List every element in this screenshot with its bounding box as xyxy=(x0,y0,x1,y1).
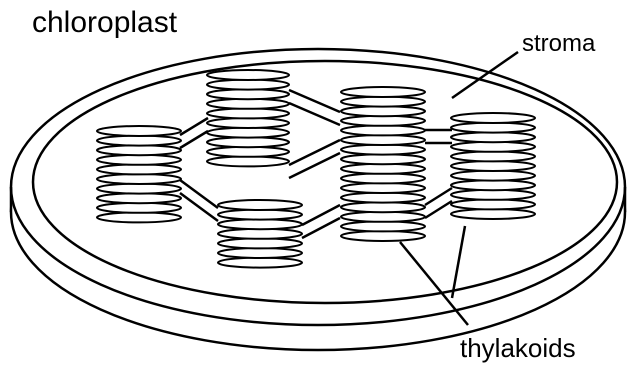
thylakoid-disc xyxy=(340,153,426,166)
thylakoid-disc xyxy=(96,192,182,205)
grana-stack-far-left xyxy=(96,125,182,224)
chloroplast-label: chloroplast xyxy=(32,6,178,39)
lamella-center-to-right-upper xyxy=(425,128,452,145)
thylakoid-disc xyxy=(206,69,290,81)
grana-stack-back xyxy=(206,69,290,168)
stroma-leader-line xyxy=(451,50,519,100)
lamella-center-to-right-lower xyxy=(424,186,453,220)
thylakoid-disc xyxy=(450,169,536,182)
thylakoid-disc xyxy=(340,201,426,214)
thylakoid-disc xyxy=(450,208,536,220)
thylakoid-disc xyxy=(450,179,536,192)
thylakoid-disc xyxy=(217,218,303,231)
grana-stack-front-small xyxy=(217,199,303,269)
thylakoid-disc xyxy=(340,230,426,242)
thylakoid-disc xyxy=(340,143,426,156)
lamella-front-to-center xyxy=(301,203,341,240)
thylakoid-disc xyxy=(340,114,426,127)
thylakoid-disc xyxy=(206,136,290,149)
thylakoid-disc xyxy=(340,182,426,194)
thylakoid-disc xyxy=(96,153,182,166)
thylakoid-disc xyxy=(340,95,426,108)
thylakoid-disc xyxy=(206,117,290,129)
thylakoid-disc xyxy=(217,208,303,221)
thylakoid-disc xyxy=(340,191,426,204)
thylakoids-label: thylakoids xyxy=(460,333,576,363)
thylakoid-disc xyxy=(96,182,182,195)
thylakoid-disc xyxy=(206,78,290,91)
thylakoid-disc xyxy=(450,160,536,172)
thylakoid-disc xyxy=(217,256,303,269)
thylakoid-disc xyxy=(340,86,426,98)
thylakoid-disc xyxy=(217,247,303,259)
lamella-left-to-front xyxy=(179,178,219,223)
thylakoid-disc xyxy=(96,201,182,214)
thylakoids-leader-line-left xyxy=(399,241,469,326)
thylakoid-disc xyxy=(450,140,536,153)
thylakoid-disc xyxy=(340,220,426,233)
lamella-left-to-back xyxy=(179,116,209,150)
thylakoid-disc xyxy=(340,134,426,146)
thylakoid-disc xyxy=(206,97,290,110)
thylakoid-disc xyxy=(450,150,536,163)
thylakoid-disc xyxy=(96,211,182,224)
thylakoid-disc xyxy=(340,210,426,223)
stroma-lamellae xyxy=(179,88,453,240)
thylakoid-disc xyxy=(450,198,536,211)
thylakoid-disc xyxy=(217,237,303,250)
thylakoids-leader-line-right xyxy=(450,225,467,299)
thylakoid-disc xyxy=(96,173,182,185)
thylakoid-disc xyxy=(96,163,182,176)
thylakoid-disc xyxy=(217,227,303,240)
leader-lines xyxy=(399,50,519,326)
thylakoid-disc xyxy=(96,125,182,137)
thylakoid-disc xyxy=(340,172,426,185)
thylakoid-disc xyxy=(340,124,426,137)
thylakoid-disc xyxy=(206,155,290,168)
grana-stack-center-tall xyxy=(340,86,426,242)
lamella-back-to-center-lower xyxy=(288,138,341,180)
thylakoid-disc xyxy=(450,188,536,201)
stroma-label: stroma xyxy=(522,30,596,57)
grana-stack-right xyxy=(450,112,536,220)
thylakoid-disc xyxy=(217,199,303,211)
thylakoid-disc xyxy=(206,88,290,101)
thylakoid-disc xyxy=(206,107,290,120)
grana-stacks xyxy=(96,69,536,269)
thylakoid-disc xyxy=(96,144,182,157)
lamella-back-to-center-upper xyxy=(288,88,341,127)
thylakoid-disc xyxy=(340,105,426,118)
thylakoid-disc xyxy=(450,131,536,144)
thylakoid-disc xyxy=(450,121,536,134)
thylakoid-disc xyxy=(206,145,290,158)
thylakoid-disc xyxy=(450,112,536,124)
thylakoid-disc xyxy=(206,126,290,139)
thylakoid-disc xyxy=(340,162,426,175)
thylakoid-disc xyxy=(96,134,182,147)
